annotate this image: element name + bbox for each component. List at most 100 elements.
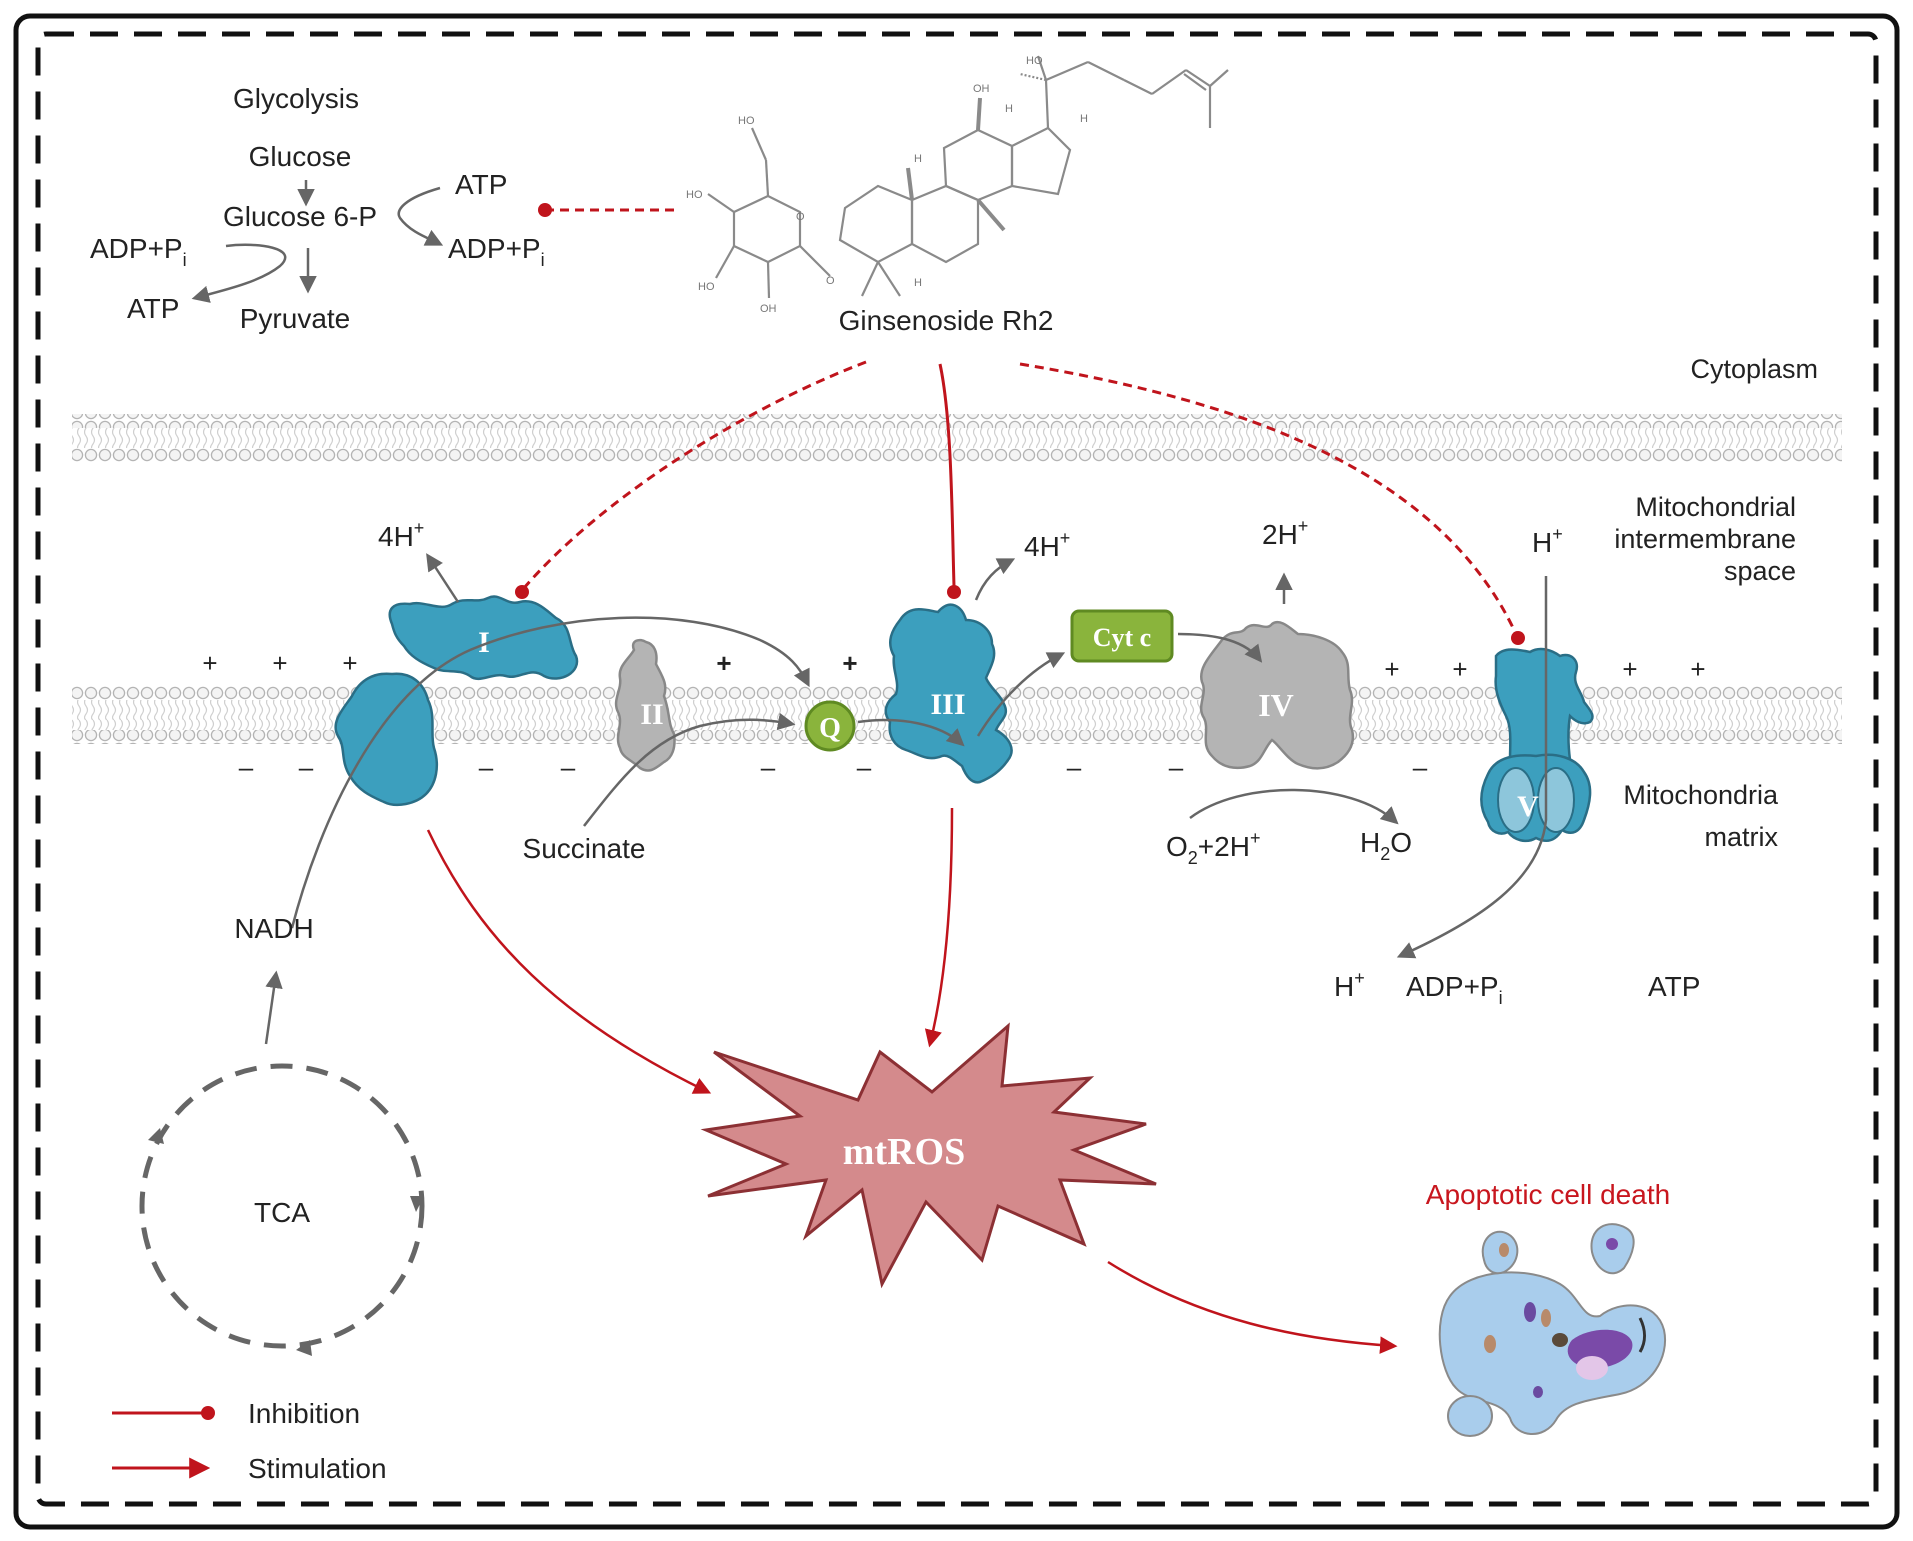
minus-charge: – xyxy=(1169,752,1184,782)
rh2-inhibition-lines xyxy=(515,360,1525,645)
apoptosis-label: Apoptotic cell death xyxy=(1426,1179,1670,1210)
ginsenoside-rh2-structure xyxy=(707,55,1229,299)
matrix-label: Mitochondria matrix xyxy=(1623,780,1779,852)
pyruvate-label: Pyruvate xyxy=(240,303,351,334)
nadh-to-q-arrow xyxy=(290,616,810,929)
complex-i-arm xyxy=(388,595,579,681)
compound-name: Ginsenoside Rh2 xyxy=(839,305,1054,336)
minus-charge: – xyxy=(561,752,576,782)
legend-item-stimulation: Stimulation xyxy=(112,1453,387,1484)
succinate-to-q-arrow xyxy=(583,712,796,827)
inhibition-dot-icon xyxy=(201,1406,215,1420)
complex-i-proton-arrow xyxy=(426,553,460,603)
inhibition-dot-icon xyxy=(538,203,552,217)
complex-iii-proton-arrow xyxy=(974,558,1016,601)
mtros-label: mtROS xyxy=(843,1131,965,1173)
atom-label: HO xyxy=(738,115,755,127)
stimulation-arrows xyxy=(426,807,1398,1354)
complex-ii: II xyxy=(614,638,676,772)
q-label: Q xyxy=(819,713,841,744)
atp-matrix-label: ATP xyxy=(1648,971,1700,1002)
tca-arrowhead-icon xyxy=(410,1196,424,1212)
complex-i-membrane xyxy=(334,672,438,806)
complex-iv-label: IV xyxy=(1258,687,1294,723)
legend-inhibition-label: Inhibition xyxy=(248,1398,360,1429)
atp-synthase-proton-arrow xyxy=(1396,576,1548,959)
complex-v-label: V xyxy=(1517,790,1539,823)
complex-iii-to-cytc-arrow xyxy=(976,652,1066,737)
complex-i: I xyxy=(334,595,579,806)
ginsenoside-atoms: HO OH H H H H HO HO HO OH O O xyxy=(686,55,1088,315)
atom-label: HO xyxy=(1026,55,1043,67)
atom-label: O xyxy=(826,275,835,287)
glycolysis-title: Glycolysis xyxy=(233,83,359,114)
inhibition-dot-icon xyxy=(947,585,961,599)
plus-charge: + xyxy=(1384,654,1399,684)
adp-consumed-label: ADP+Pi xyxy=(90,233,187,270)
minus-charge: – xyxy=(299,752,314,782)
cytc-label: Cyt c xyxy=(1093,623,1151,652)
atp-consumed-label: ATP xyxy=(455,169,507,200)
inhibition-dot-icon xyxy=(1511,631,1525,645)
atom-label: H xyxy=(914,153,922,165)
atom-label: O xyxy=(796,211,805,223)
plus-charge: + xyxy=(272,648,287,678)
matrix-label-line: matrix xyxy=(1705,822,1779,852)
succinate-label: Succinate xyxy=(523,833,646,864)
complex-iv: IV xyxy=(1199,620,1355,770)
atom-label: HO xyxy=(686,189,703,201)
complex-iii-to-ros-arrow xyxy=(924,807,954,1048)
rh2-complex-i-inhibition xyxy=(522,360,867,589)
atom-label: H xyxy=(1005,103,1013,115)
complex-v-proton-label: H+ xyxy=(1532,524,1563,558)
proton-labels: 4H+ 4H+ 2H+ H+ H+ xyxy=(378,516,1563,1002)
atom-label: HO xyxy=(698,281,715,293)
matrix-proton-label: H+ xyxy=(1334,968,1365,1002)
substrate-phosphorylation-arrow xyxy=(191,243,287,303)
minus-charge: – xyxy=(761,752,776,782)
minus-charge: – xyxy=(239,752,254,782)
complex-i-label: I xyxy=(478,626,490,659)
plus-charge: + xyxy=(1690,654,1705,684)
matrix-label-line: Mitochondria xyxy=(1623,780,1779,810)
oxygen-reduction-arrow xyxy=(1189,788,1399,825)
ubiquinone-q: Q xyxy=(804,700,856,752)
adp-produced-label: ADP+Pi xyxy=(448,233,545,270)
cytc-to-complex-iv-arrow xyxy=(1177,632,1263,663)
oxygen-label: O2+2H+ xyxy=(1166,828,1260,868)
ims-label-line: space xyxy=(1724,556,1796,586)
plus-charge: + xyxy=(716,648,731,678)
plus-charge: + xyxy=(1452,654,1467,684)
atom-label: OH xyxy=(973,83,990,95)
apoptotic-cell-icon xyxy=(1438,1223,1667,1437)
minus-charge: – xyxy=(1413,752,1428,782)
plus-charge: + xyxy=(1622,654,1637,684)
complex-ii-label: II xyxy=(640,698,663,731)
atom-label: H xyxy=(914,277,922,289)
ims-label-line: Mitochondrial xyxy=(1635,492,1796,522)
complex-iv-proton-label: 2H+ xyxy=(1262,516,1308,550)
glucose-6p-label: Glucose 6-P xyxy=(223,201,377,232)
atom-label: H xyxy=(1080,113,1088,125)
mtros-burst: mtROS xyxy=(700,1022,1157,1289)
plus-charge: + xyxy=(842,648,857,678)
ims-label: Mitochondrial intermembrane space xyxy=(1614,492,1796,586)
complex-i-to-ros-arrow xyxy=(426,829,712,1094)
adp-matrix-label: ADP+Pi xyxy=(1406,971,1503,1008)
cytochrome-c: Cyt c xyxy=(1070,609,1174,663)
tca-arrowhead-icon xyxy=(148,1128,164,1144)
glucose-label: Glucose xyxy=(249,141,352,172)
outer-frame xyxy=(13,13,1900,1530)
water-label: H2O xyxy=(1360,827,1412,864)
nadh-label: NADH xyxy=(234,913,313,944)
minus-charge: – xyxy=(1067,752,1082,782)
legend-stimulation-label: Stimulation xyxy=(248,1453,387,1484)
outer-membrane xyxy=(72,414,1842,462)
legend-item-inhibition: Inhibition xyxy=(112,1398,360,1429)
glycolysis-block: Glycolysis Glucose Glucose 6-P ATP ADP+P… xyxy=(90,83,545,334)
membrane-charges: + + + + + + + + + – – – – – – – – – xyxy=(202,648,1705,782)
atp-produced-label: ATP xyxy=(127,293,179,324)
plus-charge: + xyxy=(342,648,357,678)
plus-charge: + xyxy=(202,648,217,678)
